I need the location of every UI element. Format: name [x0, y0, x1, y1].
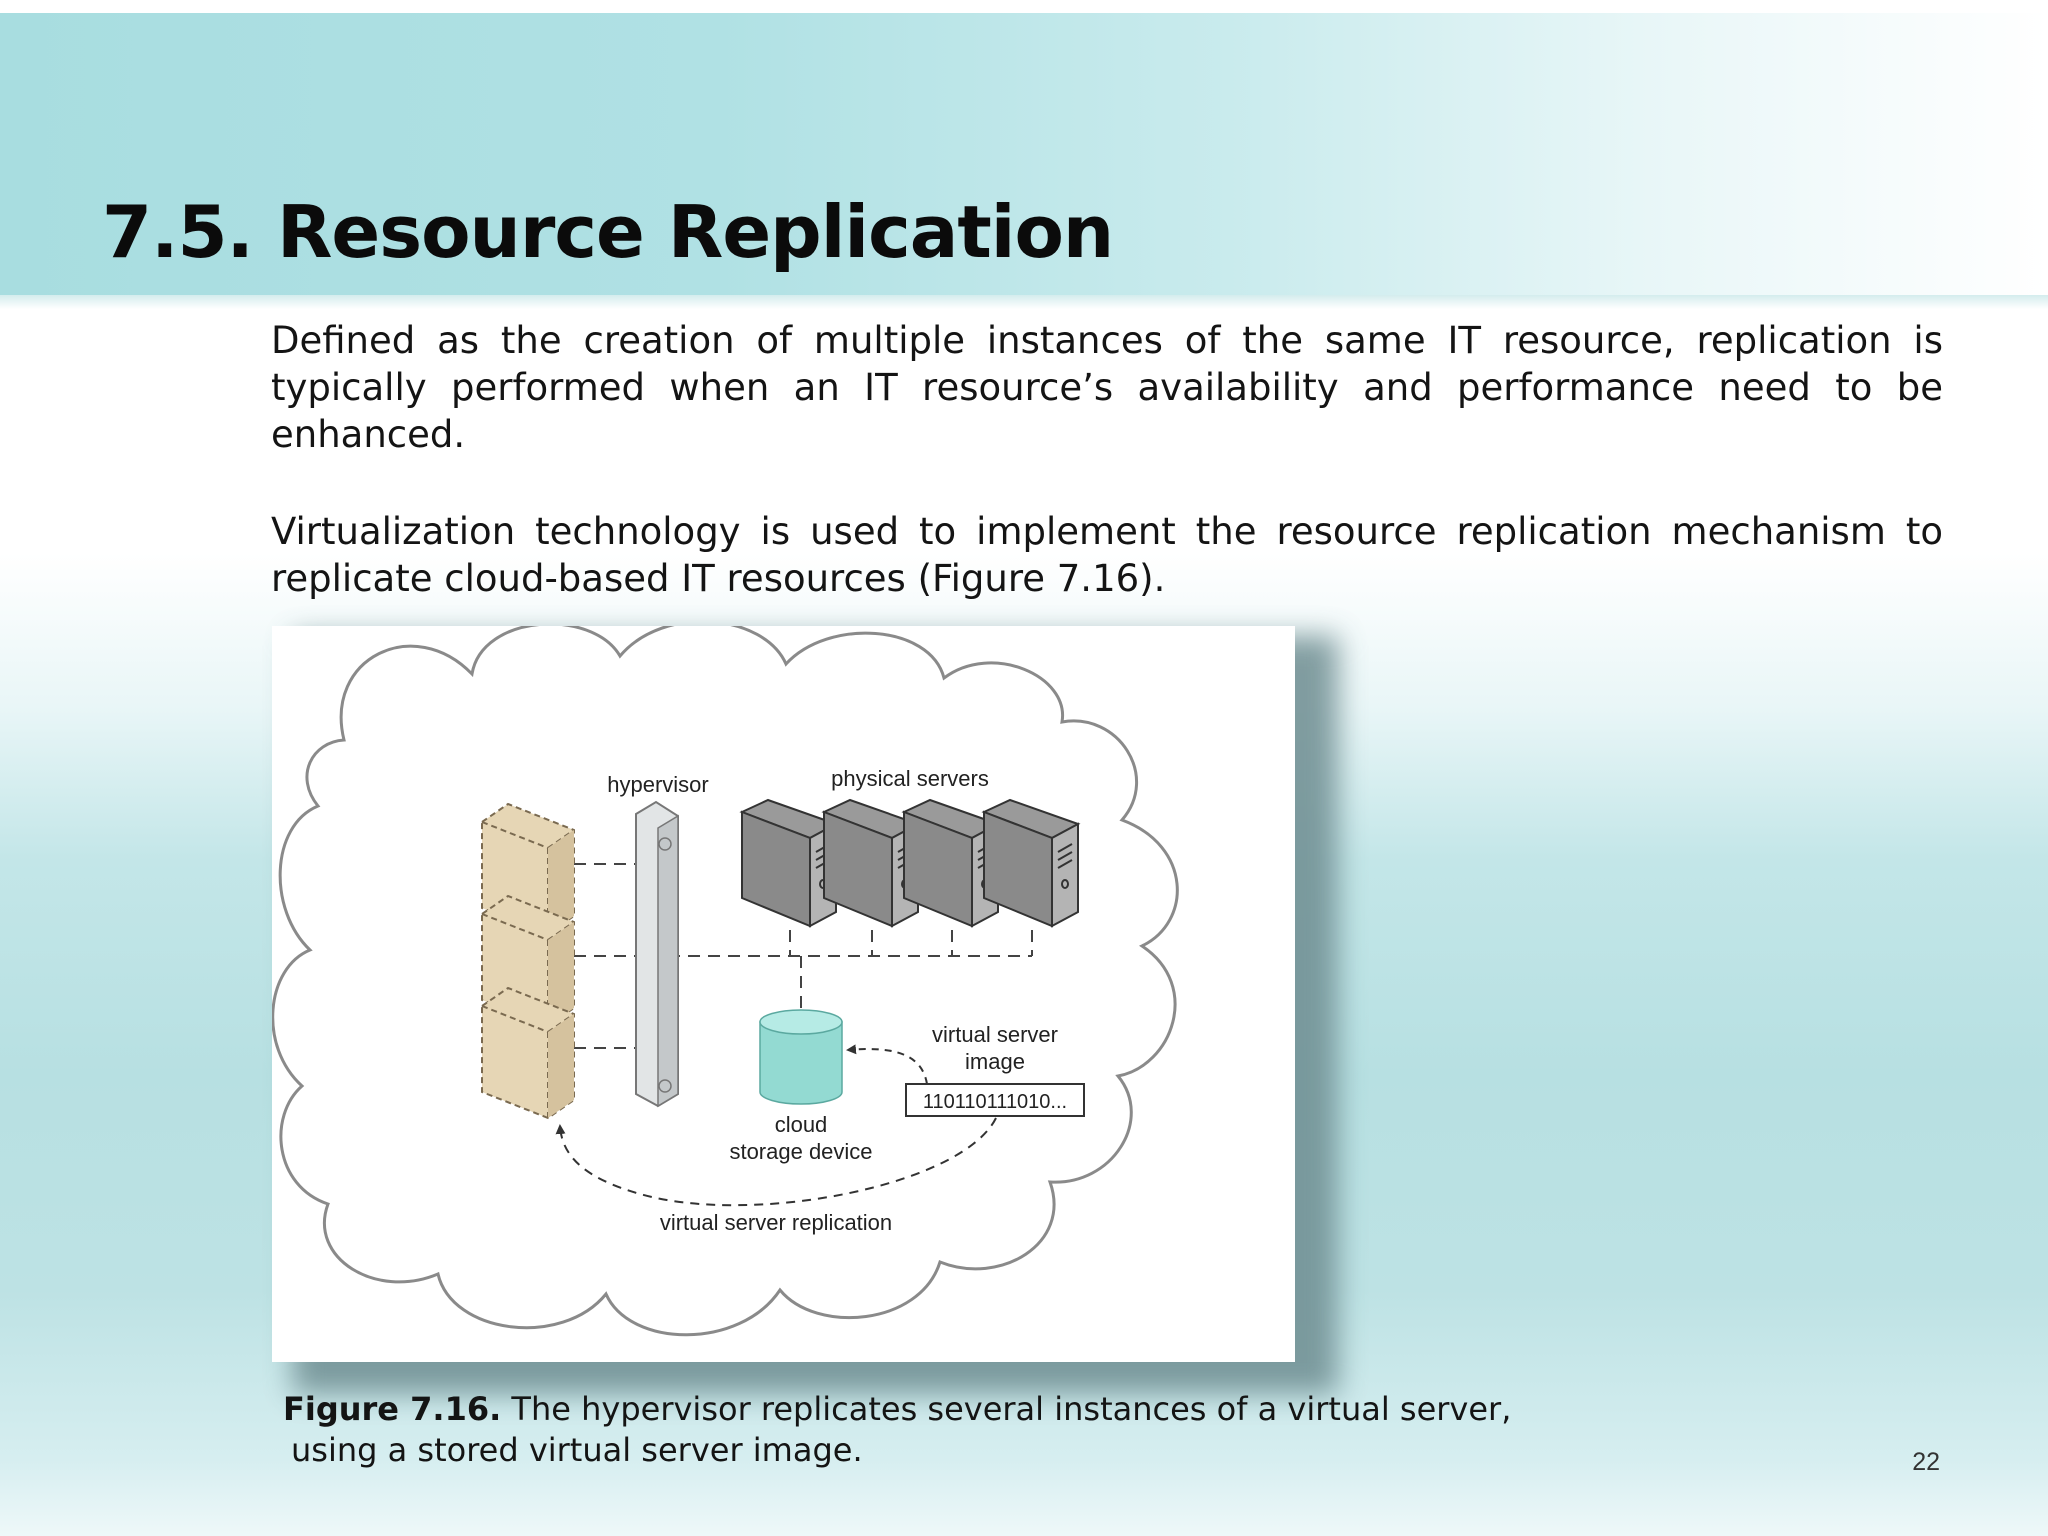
physical-servers	[739, 798, 1081, 928]
slide-title: 7.5. Resource Replication	[102, 190, 1114, 274]
physical-servers-label: physical servers	[831, 766, 989, 791]
replication-diagram: hypervisor physical servers virtual serv…	[272, 626, 1179, 1337]
header-shadow	[0, 295, 2048, 309]
storage-label-line2: storage device	[729, 1139, 872, 1164]
replication-arrow	[555, 1117, 997, 1207]
binary-text: 110110111010...	[923, 1091, 1067, 1113]
cloud-outline	[272, 626, 1179, 1337]
header-band	[0, 13, 2048, 295]
hypervisor	[635, 800, 679, 1108]
hypervisor-label: hypervisor	[607, 772, 708, 797]
caption-label: Figure 7.16.	[283, 1390, 502, 1428]
figure-image: hypervisor physical servers virtual serv…	[272, 626, 1295, 1362]
caption-line-1: Figure 7.16. The hypervisor replicates s…	[283, 1389, 1543, 1430]
binary-box	[905, 1083, 1085, 1117]
physical-server-4	[981, 798, 1081, 928]
virtual-server-3	[481, 986, 575, 1120]
vs-image-label-line2: image	[965, 1049, 1025, 1074]
paragraph-virtualization: Virtualization technology is used to imp…	[271, 510, 1943, 600]
image-to-storage-arrow	[846, 1044, 928, 1085]
figure-caption: Figure 7.16. The hypervisor replicates s…	[283, 1389, 1543, 1471]
top-gap	[0, 0, 2048, 13]
caption-text-1: The hypervisor replicates several instan…	[511, 1390, 1512, 1428]
storage-label-line1: cloud	[775, 1112, 828, 1137]
paragraph-definition: Defined as the creation of multiple inst…	[271, 319, 1943, 456]
cloud-storage-device	[759, 1009, 843, 1105]
virtual-servers	[481, 802, 575, 1120]
page-number: 22	[1912, 1448, 1940, 1476]
replication-label: virtual server replication	[660, 1210, 892, 1235]
connection-lines	[574, 863, 1033, 1049]
vs-image-label-line1: virtual server	[932, 1022, 1058, 1047]
caption-text-2: using a stored virtual server image.	[291, 1431, 863, 1469]
